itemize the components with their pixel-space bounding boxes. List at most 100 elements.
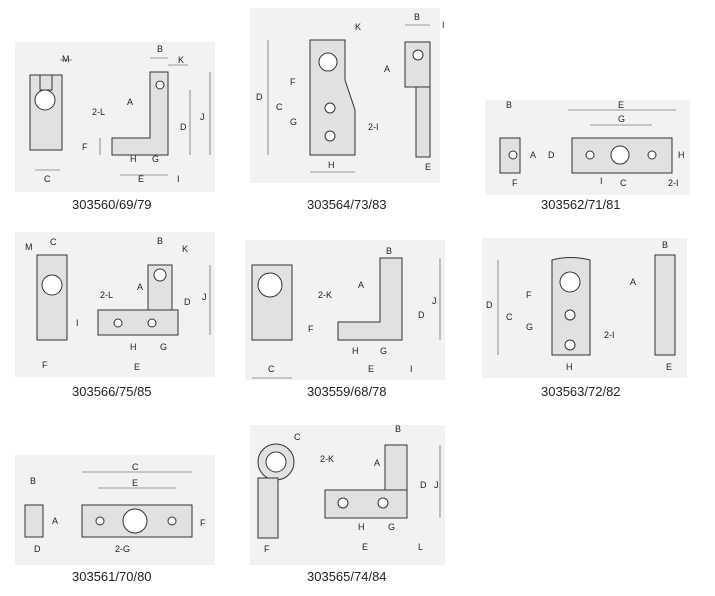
label-D: D: [548, 150, 555, 160]
label-2I: 2-I: [368, 122, 379, 132]
label-B: B: [506, 100, 512, 110]
label-A: A: [374, 458, 380, 468]
part-303565-drawing: C B A 2-K D J H G F E L: [257, 424, 441, 554]
part-303561-drawing: B C E A F 2-G D: [24, 462, 206, 554]
label-H: H: [130, 342, 137, 352]
caption-303561: 303561/70/80: [72, 569, 152, 584]
label-K: K: [355, 22, 361, 32]
label-E: E: [132, 478, 138, 488]
label-F: F: [200, 518, 206, 528]
part-303562-drawing: B E G A D H F I C 2-I: [499, 100, 685, 188]
label-E: E: [134, 362, 140, 372]
label-G: G: [380, 346, 387, 356]
label-J: J: [200, 112, 205, 122]
caption-303563: 303563/72/82: [541, 384, 621, 399]
label-B: B: [662, 240, 668, 250]
label-J: J: [432, 296, 437, 306]
label-B: B: [414, 12, 420, 22]
label-C: C: [276, 102, 283, 112]
label-D: D: [418, 310, 425, 320]
caption-303562: 303562/71/81: [541, 197, 621, 212]
label-H: H: [678, 150, 685, 160]
label-G: G: [618, 114, 625, 124]
label-G: G: [290, 117, 297, 127]
label-B: B: [157, 236, 163, 246]
caption-303566: 303566/75/85: [72, 384, 152, 399]
label-I: I: [442, 20, 445, 30]
label-A: A: [630, 277, 636, 287]
label-C: C: [44, 174, 51, 184]
label-E: E: [362, 542, 368, 552]
label-J: J: [434, 480, 439, 490]
label-2I: 2-I: [604, 330, 615, 340]
label-D: D: [180, 122, 187, 132]
label-B: B: [395, 424, 401, 434]
label-I: I: [600, 176, 603, 186]
label-H: H: [566, 362, 573, 372]
label-M: M: [62, 54, 70, 64]
label-C: C: [50, 237, 57, 247]
label-A: A: [358, 280, 364, 290]
label-D: D: [34, 544, 41, 554]
label-I: I: [410, 364, 413, 374]
label-2K: 2-K: [318, 290, 332, 300]
label-F: F: [82, 142, 88, 152]
label-D: D: [420, 480, 427, 490]
label-G: G: [160, 342, 167, 352]
label-F: F: [526, 290, 532, 300]
label-E: E: [368, 364, 374, 374]
label-I: I: [177, 174, 180, 184]
label-C: C: [294, 432, 301, 442]
label-C: C: [620, 178, 627, 188]
label-D: D: [184, 297, 191, 307]
label-F: F: [512, 178, 518, 188]
label-G: G: [526, 322, 533, 332]
label-L: L: [418, 542, 423, 552]
caption-303564: 303564/73/83: [307, 197, 387, 212]
label-I: I: [76, 318, 79, 328]
label-H: H: [352, 346, 359, 356]
label-B: B: [386, 246, 392, 256]
label-E: E: [138, 174, 144, 184]
part-303560-drawing: M C B K A 2-L F D J H G E I: [29, 44, 211, 184]
label-G: G: [152, 154, 159, 164]
label-F: F: [42, 360, 48, 370]
label-K: K: [182, 244, 188, 254]
label-C: C: [506, 312, 513, 322]
label-B: B: [157, 44, 163, 54]
label-A: A: [52, 516, 58, 526]
label-A: A: [127, 97, 133, 107]
label-H: H: [130, 154, 137, 164]
label-A: A: [137, 282, 143, 292]
label-2G: 2-G: [115, 544, 130, 554]
label-D: D: [486, 300, 493, 310]
label-2L: 2-L: [92, 107, 105, 117]
caption-303559: 303559/68/78: [307, 384, 387, 399]
label-F: F: [308, 324, 314, 334]
label-A: A: [530, 150, 536, 160]
label-M: M: [25, 242, 33, 252]
label-C: C: [268, 364, 275, 374]
label-2I: 2-I: [668, 178, 679, 188]
part-303564-drawing: K D F C G 2-I H B I A E: [256, 12, 445, 173]
label-2L: 2-L: [100, 290, 113, 300]
label-E: E: [666, 362, 672, 372]
label-G: G: [388, 522, 395, 532]
label-B: B: [30, 476, 36, 486]
part-303566-drawing: M C B K A 2-L D J I H G F E: [25, 236, 211, 372]
label-2K: 2-K: [320, 454, 334, 464]
label-C: C: [132, 462, 139, 472]
label-F: F: [290, 77, 296, 87]
label-F: F: [264, 544, 270, 554]
part-303563-drawing: D F C G 2-I H B A E: [486, 240, 676, 372]
label-H: H: [358, 522, 365, 532]
caption-303565: 303565/74/84: [307, 569, 387, 584]
part-303559-drawing: B A 2-K D J F H G C E I: [251, 246, 441, 379]
label-J: J: [202, 292, 207, 302]
label-E: E: [425, 162, 431, 172]
label-K: K: [178, 55, 184, 65]
caption-303560: 303560/69/79: [72, 197, 152, 212]
label-A: A: [384, 64, 390, 74]
label-H: H: [328, 160, 335, 170]
